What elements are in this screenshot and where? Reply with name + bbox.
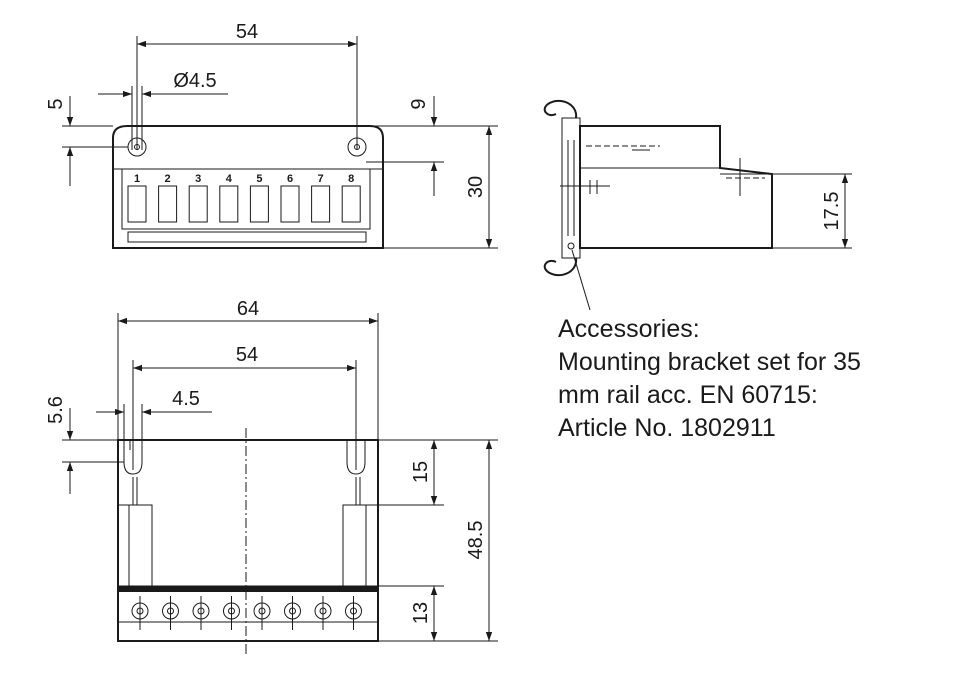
terminal-slot-6	[280, 185, 300, 223]
dim-top-diameter: Ø4.5	[173, 70, 216, 92]
terminal-number-1: 1	[134, 173, 140, 185]
front-slot-right	[346, 440, 366, 475]
note-line-2: Mounting bracket set for 35	[558, 348, 861, 376]
terminal-slot-7	[311, 185, 331, 223]
dim-top-30: 30	[465, 176, 487, 198]
side-rail	[561, 117, 581, 259]
terminal-slot-5	[249, 185, 269, 223]
terminal-strip	[121, 168, 371, 230]
dim-top-9: 9	[408, 98, 430, 109]
terminal-number-6: 6	[287, 173, 293, 185]
terminal-slot-1	[127, 185, 147, 223]
dim-front-5-6: 5.6	[45, 396, 67, 424]
dim-side-17-5: 17.5	[821, 192, 843, 231]
dim-front-15: 15	[410, 461, 432, 483]
top-bottom-bar	[127, 231, 367, 243]
side-view: 17.5	[543, 99, 852, 311]
front-slot-left	[123, 440, 143, 475]
front-view: 64 54 4.5 5.6 15 48.5 13	[45, 298, 498, 654]
dim-front-64: 64	[237, 298, 259, 320]
terminal-slot-8	[341, 185, 361, 223]
dim-top-5: 5	[45, 98, 67, 109]
side-body-outline	[579, 125, 773, 249]
front-terminal-block	[117, 585, 379, 642]
terminal-slot-4	[219, 185, 239, 223]
terminal-number-3: 3	[195, 173, 201, 185]
terminal-number-4: 4	[226, 173, 233, 185]
terminal-number-2: 2	[165, 173, 171, 185]
bracket-top-clip	[543, 99, 578, 119]
dim-front-54: 54	[236, 344, 258, 366]
terminal-slot-2	[158, 185, 178, 223]
terminal-number-7: 7	[318, 173, 324, 185]
dim-front-48-5: 48.5	[465, 521, 487, 560]
note-line-4: Article No. 1802911	[558, 414, 776, 442]
dim-top-54: 54	[236, 21, 258, 43]
note-line-1: Accessories:	[558, 315, 700, 343]
dim-front-13: 13	[410, 602, 432, 624]
note-line-3: mm rail acc. EN 60715:	[558, 381, 818, 409]
bracket-bottom-clip	[543, 257, 578, 277]
front-body-outline	[117, 439, 379, 642]
terminal-number-5: 5	[256, 173, 262, 185]
accessories-note: Accessories: Mounting bracket set for 35…	[558, 313, 948, 445]
dim-front-4-5: 4.5	[172, 388, 200, 410]
terminal-number-8: 8	[348, 173, 354, 185]
terminal-slot-3	[188, 185, 208, 223]
top-view: 1 2 3 4 5 6 7 8 54 Ø4.5 5 9 30	[45, 21, 498, 249]
